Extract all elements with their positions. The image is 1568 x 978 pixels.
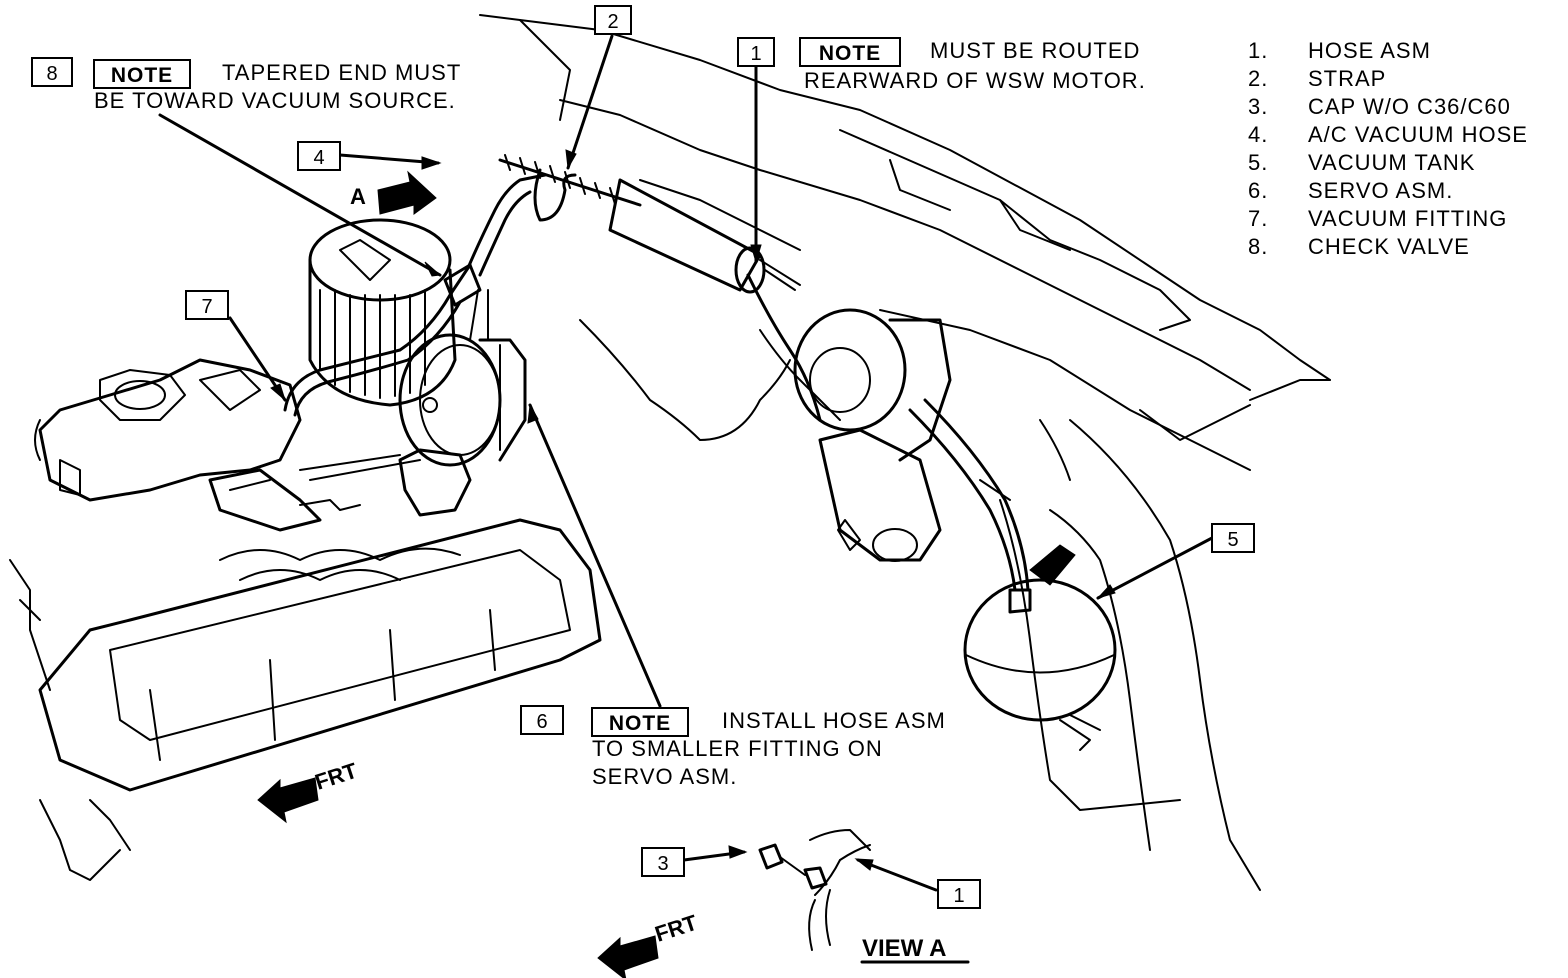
callout-8-box	[31, 57, 73, 87]
callout-1-view: 1	[953, 885, 964, 907]
callout-6-box	[520, 705, 564, 735]
throttle-linkage	[208, 468, 322, 532]
note-6-line-3: SERVO ASM.	[592, 764, 737, 789]
callout-4-box	[297, 141, 341, 171]
frt-label-view: FRT	[652, 910, 701, 947]
note-8-label: NOTE	[111, 64, 173, 87]
note-1-box	[799, 37, 901, 67]
cap-part	[758, 843, 784, 870]
hose-to-check-valve	[283, 263, 472, 412]
air-cleaner-top	[308, 218, 452, 302]
note-1-line-1: MUST BE ROUTED	[930, 38, 1140, 63]
legend-text-5: VACUUM TANK	[1308, 150, 1475, 175]
view-ref-a: A	[350, 184, 366, 209]
legend-text-4: A/C VACUUM HOSE	[1308, 122, 1528, 147]
legend-text-1: HOSE ASM	[1308, 38, 1431, 63]
callout-8: 8	[46, 63, 57, 85]
valve-cover	[38, 518, 602, 792]
callout-6: 6	[536, 711, 547, 733]
legend-num-7: 7.	[1248, 206, 1268, 231]
hose-to-strap	[466, 173, 547, 270]
vacuum-hoses	[283, 154, 1030, 592]
callout-3: 3	[657, 853, 668, 875]
fender-well	[1069, 419, 1261, 891]
note-1-line-2: REARWARD OF WSW MOTOR.	[804, 68, 1146, 93]
markers: A FRT FRT VIEW A	[312, 184, 970, 964]
callout-2: 2	[607, 11, 618, 33]
callout-5: 5	[1227, 529, 1238, 551]
legend-num-1: 1.	[1248, 38, 1268, 63]
inline-fitting	[608, 178, 762, 292]
strap	[533, 168, 577, 222]
legend-text-2: STRAP	[1308, 66, 1386, 91]
legend-num-5: 5.	[1248, 150, 1268, 175]
wsw-motor	[793, 308, 952, 562]
check-valve	[443, 263, 482, 307]
legend-num-6: 6.	[1248, 178, 1268, 203]
frt-arrow-main	[257, 777, 319, 824]
leader-lines	[158, 34, 1214, 892]
view-a-title: VIEW A	[862, 935, 946, 962]
view-a-arrow	[377, 170, 437, 215]
hose-to-tank	[908, 408, 1017, 592]
callout-3-box	[641, 847, 685, 877]
legend-text-3: CAP W/O C36/C60	[1308, 94, 1511, 119]
servo-assembly	[398, 333, 527, 467]
line-art	[479, 14, 1331, 891]
frt-label-main: FRT	[312, 758, 361, 795]
note-6-line-2: TO SMALLER FITTING ON	[592, 736, 883, 761]
legend-text-7: VACUUM FITTING	[1308, 206, 1507, 231]
legend: 1. HOSE ASM 2. STRAP 3. CAP W/O C36/C60 …	[1248, 38, 1528, 259]
cowl-edge	[479, 14, 1331, 381]
callout-7: 7	[201, 296, 212, 318]
legend-num-2: 2.	[1248, 66, 1268, 91]
note-8-line-1: TAPERED END MUST	[222, 60, 461, 85]
note-6-line-1: INSTALL HOSE ASM	[722, 708, 946, 733]
callout-2-box	[594, 5, 632, 35]
engine-art	[9, 218, 602, 881]
callout-4: 4	[313, 147, 324, 169]
legend-text-8: CHECK VALVE	[1308, 234, 1470, 259]
callout-1: 1	[750, 43, 761, 65]
note-1-label: NOTE	[819, 42, 881, 65]
carburetor	[38, 358, 302, 502]
view-a-detail	[758, 829, 871, 951]
legend-num-8: 8.	[1248, 234, 1268, 259]
vacuum-tank	[963, 544, 1117, 751]
legend-text-6: SERVO ASM.	[1308, 178, 1453, 203]
note-8-box	[93, 59, 191, 89]
note-8-line-2: BE TOWARD VACUUM SOURCE.	[94, 88, 456, 113]
callout-1-box	[737, 37, 775, 67]
callout-5-box	[1211, 523, 1255, 553]
hose-to-wsw	[746, 273, 822, 422]
legend-num-3: 3.	[1248, 94, 1268, 119]
callout-boxes: 2 1 8 4 7 5 6 3 1	[31, 5, 1255, 909]
callout-1-view-box	[937, 879, 981, 909]
direction-arrows	[257, 170, 659, 978]
legend-num-4: 4.	[1248, 122, 1268, 147]
note-6-box	[591, 707, 689, 737]
callout-7-box	[185, 290, 229, 320]
frt-arrow-view	[597, 935, 659, 978]
note-6-label: NOTE	[609, 712, 671, 735]
notes: NOTE MUST BE ROUTED REARWARD OF WSW MOTO…	[93, 37, 1146, 789]
